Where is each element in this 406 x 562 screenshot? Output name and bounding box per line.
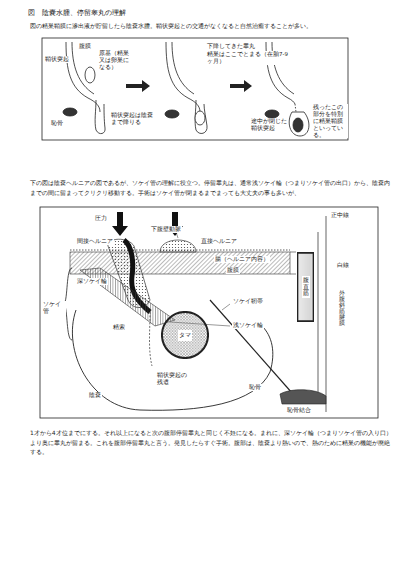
paragraph: 図の精巣鞘膜に滲出液が貯留したら陰嚢水腫。鞘状突起との交通がなくなると自然治癒す… [30, 21, 392, 31]
part-label: 圧力 [94, 215, 108, 222]
muscle-band: 腹直筋 [297, 252, 314, 322]
part-label: 恥骨結合 [286, 407, 312, 414]
part-label: 下腹壁動脈 [150, 226, 182, 233]
frame [42, 38, 348, 140]
part-label: 白線 [336, 262, 350, 269]
panel-2 [165, 42, 207, 133]
paragraph: 1才から4才位までにする。それ以上になると次の腹部停留睾丸と同じく不妊になる。ま… [30, 428, 394, 457]
note-label: 精巣はここでとまる（在胎7-9ヶ月） [206, 51, 294, 65]
part-label: 精索 [112, 324, 126, 331]
part-label: 恥骨 [50, 120, 64, 127]
part-label: ソケイ靭帯 [232, 298, 264, 305]
hernia-illustration [64, 212, 326, 412]
frame [40, 207, 378, 418]
paragraph: 下の図は陰嚢ヘルニアの図であるが、ソケイ管の理解に役立つ。停留睾丸は、通常浅ソケ… [30, 178, 394, 197]
part-label: 腹膜 [78, 43, 92, 50]
testis-circle: タマ [161, 311, 209, 359]
note-label: 残ったこの部分を特別に精巣鞘膜といっている。 [312, 104, 348, 138]
note-label: 鞘状突起は陰嚢まで降りる [110, 112, 156, 126]
page-title: 図 陰嚢水腫、停留睾丸の理解 [28, 9, 126, 18]
part-label: 正中線 [330, 212, 350, 219]
part-label: 下降してきた睾丸 [206, 43, 256, 50]
node-text: 腹直筋 [302, 276, 310, 298]
part-label: 鞘状突起の残遺 [156, 372, 192, 386]
part-label: 深ソケイ輪 [76, 278, 108, 285]
part-label: 間接ヘルニア [76, 238, 114, 245]
node-text: タマ [178, 330, 192, 341]
part-label: 原基（精巣又は卵巣になる） [98, 50, 130, 71]
step-arrow [126, 80, 150, 92]
part-label: 陰嚢 [88, 392, 102, 399]
part-label: 鞘状突起 [44, 56, 70, 63]
part-label: 浅ソケイ輪 [232, 322, 264, 329]
part-label: 腹膜 [226, 267, 240, 274]
step-arrow [230, 80, 252, 92]
part-label: 直接ヘルニア [200, 238, 238, 245]
part-label: 腸（ヘルニア内容） [214, 256, 270, 263]
part-label: 外腹斜筋腱膜 [338, 290, 346, 326]
note-label: 途中が閉じた鞘状突起 [250, 118, 288, 132]
part-label: 恥骨 [248, 384, 262, 391]
part-label: ソケイ管 [42, 301, 66, 315]
